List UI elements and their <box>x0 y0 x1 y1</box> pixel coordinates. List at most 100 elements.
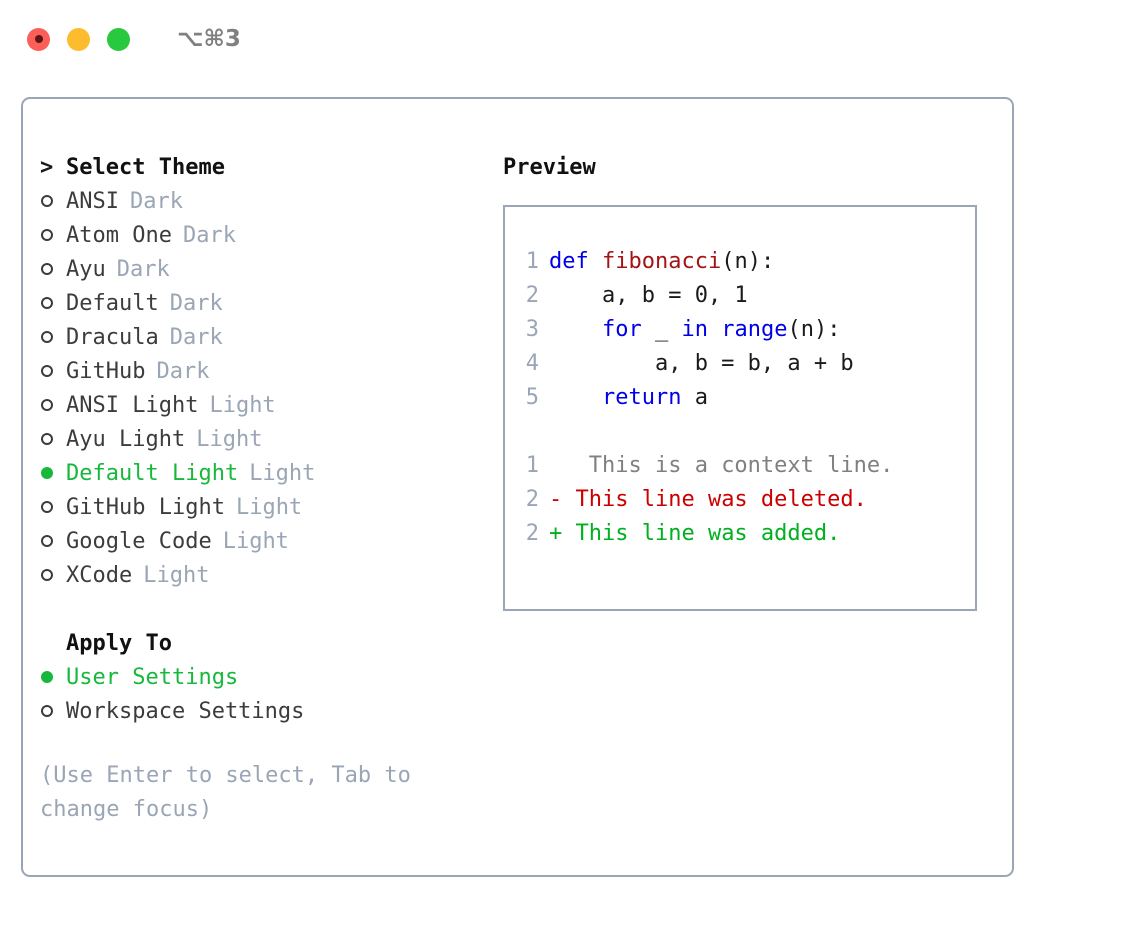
diff-marker: - <box>549 487 563 512</box>
diff-text: This is a context line. <box>562 453 894 478</box>
theme-name-label: Google Code <box>66 529 212 554</box>
radio-unselected-icon[interactable] <box>40 389 66 423</box>
radio-unselected-icon[interactable] <box>40 219 66 253</box>
theme-list-item[interactable]: Google Code Light <box>40 525 480 559</box>
radio-unselected-icon[interactable] <box>40 287 66 321</box>
code-token: for <box>601 317 642 342</box>
code-line: 5 return a <box>513 381 893 415</box>
diff-marker <box>549 453 562 478</box>
code-token: return <box>601 385 682 410</box>
apply-to-item[interactable]: User Settings <box>40 661 480 695</box>
minimize-window-button[interactable] <box>67 27 90 51</box>
line-number: 5 <box>525 385 539 410</box>
close-window-button[interactable] <box>27 27 50 51</box>
theme-variant-badge: Dark <box>169 325 223 350</box>
diff-sample: 1 This is a context line.2- This line wa… <box>513 449 894 551</box>
radio-unselected-icon[interactable] <box>40 695 66 729</box>
theme-variant-badge: Light <box>143 563 210 588</box>
theme-list-item[interactable]: Dracula Dark <box>40 321 480 355</box>
radio-unselected-icon[interactable] <box>40 253 66 287</box>
theme-variant-badge: Light <box>196 427 263 452</box>
maximize-window-button[interactable] <box>107 27 130 51</box>
line-number: 2 <box>525 283 539 308</box>
code-token: def <box>549 249 602 274</box>
code-token: _ <box>641 317 682 342</box>
theme-name-label: Ayu <box>66 257 106 282</box>
radio-unselected-icon[interactable] <box>40 185 66 219</box>
code-line: 2 a, b = 0, 1 <box>513 279 893 313</box>
code-token: a, b = 0, 1 <box>549 283 748 308</box>
line-number: 1 <box>525 249 539 274</box>
theme-list-item[interactable]: Ayu Light Light <box>40 423 480 457</box>
apply-to-item[interactable]: Workspace Settings <box>40 695 480 729</box>
code-token <box>549 317 602 342</box>
code-token: in <box>681 317 708 342</box>
code-line: 4 a, b = b, a + b <box>513 347 893 381</box>
theme-list-item[interactable]: Ayu Dark <box>40 253 480 287</box>
theme-list-item[interactable]: Default Light Light <box>40 457 480 491</box>
theme-name-label: Ayu Light <box>66 427 186 452</box>
keyboard-hint-text: (Use Enter to select, Tab to change focu… <box>40 763 411 822</box>
apply-to-title: Apply To <box>66 631 172 656</box>
select-theme-title: Select Theme <box>66 155 225 180</box>
theme-list-item[interactable]: XCode Light <box>40 559 480 593</box>
code-token: a <box>681 385 708 410</box>
code-token: (n): <box>721 249 775 274</box>
diff-text: This line was added. <box>562 521 841 546</box>
theme-name-label: ANSI <box>66 189 119 214</box>
select-theme-header: > Select Theme <box>40 151 480 185</box>
theme-name-label: Atom One <box>66 223 172 248</box>
apply-to-header: Apply To <box>40 627 480 661</box>
code-token: (n): <box>787 317 841 342</box>
apply-to-label: Workspace Settings <box>66 699 305 724</box>
prompt-caret-icon: > <box>40 155 54 180</box>
line-number: 4 <box>525 351 539 376</box>
theme-name-label: Dracula <box>66 325 159 350</box>
radio-unselected-icon[interactable] <box>40 491 66 525</box>
line-number: 2 <box>525 521 539 546</box>
theme-name-label: ANSI Light <box>66 393 199 418</box>
theme-variant-badge: Light <box>249 461 316 486</box>
radio-unselected-icon[interactable] <box>40 355 66 389</box>
diff-line: 2- This line was deleted. <box>513 483 893 517</box>
apply-to-label: User Settings <box>66 665 239 690</box>
code-token: range <box>721 317 788 342</box>
theme-variant-badge: Dark <box>116 257 170 282</box>
code-diff-gap <box>513 415 893 449</box>
theme-name-label: XCode <box>66 563 133 588</box>
radio-unselected-icon[interactable] <box>40 559 66 593</box>
theme-variant-badge: Dark <box>156 359 210 384</box>
diff-line: 2+ This line was added. <box>513 517 893 551</box>
keyboard-shortcut-label: ⌥⌘3 <box>177 26 241 52</box>
line-number: 1 <box>525 453 539 478</box>
diff-line: 1 This is a context line. <box>513 449 894 483</box>
code-token <box>708 317 721 342</box>
window-controls <box>27 27 130 51</box>
theme-name-label: Default Light <box>66 461 239 486</box>
radio-unselected-icon[interactable] <box>40 423 66 457</box>
line-number: 3 <box>525 317 539 342</box>
radio-unselected-icon[interactable] <box>40 321 66 355</box>
code-token <box>549 385 602 410</box>
diff-text: This line was deleted. <box>562 487 867 512</box>
theme-variant-badge: Light <box>222 529 289 554</box>
theme-name-label: Default <box>66 291 159 316</box>
radio-selected-icon[interactable] <box>40 457 66 491</box>
radio-selected-icon[interactable] <box>40 661 66 695</box>
radio-unselected-icon[interactable] <box>40 525 66 559</box>
code-line: 3 for _ in range(n): <box>513 313 893 347</box>
line-number: 2 <box>525 487 539 512</box>
